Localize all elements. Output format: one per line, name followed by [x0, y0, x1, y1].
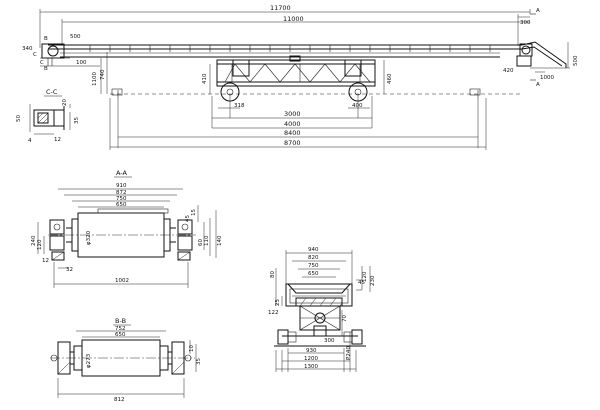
aa-dim-872: 872 [116, 190, 127, 196]
aa-dim-1002: 1002 [115, 278, 129, 284]
dim-bottom-3000: 3000 [284, 110, 301, 118]
cc-dim-35: 35 [74, 117, 80, 124]
bb-dim-752: 752 [115, 326, 126, 332]
tail-feed-section [516, 41, 570, 73]
aa-dim-60: 60 [198, 239, 204, 246]
rv-dim-80: 80 [270, 271, 276, 278]
dim-left-340: 340 [22, 46, 33, 52]
rv-dim-650: 650 [308, 271, 319, 277]
rv-dim-p240: P240 [346, 346, 352, 360]
dim-bottom-318: 318 [234, 103, 245, 109]
aa-dim-phi320: φ320 [86, 230, 92, 245]
aa-dim-45: 45 [185, 215, 191, 222]
cc-dim-4: 4 [28, 138, 32, 144]
dim-right-500: 500 [573, 55, 579, 66]
section-a-a: A-A 910 872 750 650 [31, 169, 223, 288]
rv-dim-122: 122 [268, 310, 279, 316]
aa-dim-240: 240 [31, 235, 37, 246]
dim-frame-460: 460 [387, 73, 393, 84]
dim-height-1100: 1100 [92, 72, 98, 86]
bb-dim-812: 812 [114, 397, 125, 403]
bb-dim-650: 650 [115, 332, 126, 338]
idler-ticks [89, 45, 491, 52]
dim-bottom-400: 400 [352, 103, 363, 109]
section-b-b-title: B-B [115, 317, 126, 325]
support-truss [216, 55, 376, 87]
rv-dim-1300: 1300 [304, 364, 318, 370]
dim-height-740: 740 [100, 69, 106, 80]
rv-dim-1200: 1200 [304, 356, 318, 362]
section-c-c: C-C 50 20 35 12 4 [16, 88, 80, 144]
section-mark-b-bottom: B [44, 66, 48, 72]
dim-frame-410: 410 [202, 73, 208, 84]
rv-dim-45: 45 [358, 280, 365, 286]
bb-dim-10: 10 [189, 345, 195, 352]
dim-belt-length: 11000 [283, 15, 304, 23]
dim-bottom-8700: 8700 [284, 139, 301, 147]
section-mark-b-top: B [44, 36, 48, 42]
main-elevation-view: A A B B C C 11700 11000 300 500 340 100 … [22, 4, 579, 150]
section-mark-a-bottom: A [536, 82, 540, 88]
cc-dim-50: 50 [16, 115, 22, 122]
dim-right-1000: 1000 [540, 75, 554, 81]
aa-dim-12: 12 [42, 258, 49, 264]
aa-dim-650: 650 [116, 202, 127, 208]
aa-dim-750: 750 [116, 196, 127, 202]
rv-dim-25: 25 [275, 299, 281, 306]
dim-left-100: 100 [76, 60, 87, 66]
section-c-c-title: C-C [46, 88, 58, 96]
rv-dim-120: 120 [362, 271, 368, 282]
aa-dim-110: 110 [204, 235, 210, 246]
rv-dim-750: 750 [308, 263, 319, 269]
dim-bottom-4000: 4000 [284, 120, 301, 128]
rv-dim-70: 70 [342, 315, 348, 322]
bottom-dimensions [109, 94, 487, 150]
section-b-b: B-B 752 650 φ273 10 35 812 [50, 317, 202, 403]
aa-dim-15: 15 [191, 209, 197, 216]
rv-dim-940: 940 [308, 247, 319, 253]
section-a-a-title: A-A [116, 169, 128, 177]
dim-right-top: 300 [520, 20, 531, 26]
section-mark-c-top: C [33, 52, 37, 58]
cc-dim-12: 12 [54, 137, 61, 143]
aa-dim-32: 32 [66, 267, 73, 273]
head-pulley [40, 43, 100, 67]
rv-dim-300: 300 [324, 338, 335, 344]
aa-dim-140: 140 [217, 235, 223, 246]
bb-dim-35: 35 [196, 358, 202, 365]
section-mark-a-top: A [536, 8, 540, 14]
dim-left-500: 500 [70, 34, 81, 40]
rv-dim-230: 230 [370, 275, 376, 286]
dim-bottom-8400: 8400 [284, 129, 301, 137]
rv-dim-820: 820 [308, 255, 319, 261]
bb-dim-phi273: φ273 [86, 353, 92, 368]
section-mark-c-bottom: C [40, 60, 44, 66]
cc-dim-20: 20 [62, 99, 68, 106]
right-cross-view: 940 820 750 650 [268, 247, 376, 372]
rv-dim-930: 930 [306, 348, 317, 354]
aa-dim-120: 120 [37, 239, 43, 250]
dim-right-420: 420 [503, 68, 514, 74]
aa-dim-910: 910 [116, 183, 127, 189]
dim-overall-length: 11700 [270, 4, 291, 12]
